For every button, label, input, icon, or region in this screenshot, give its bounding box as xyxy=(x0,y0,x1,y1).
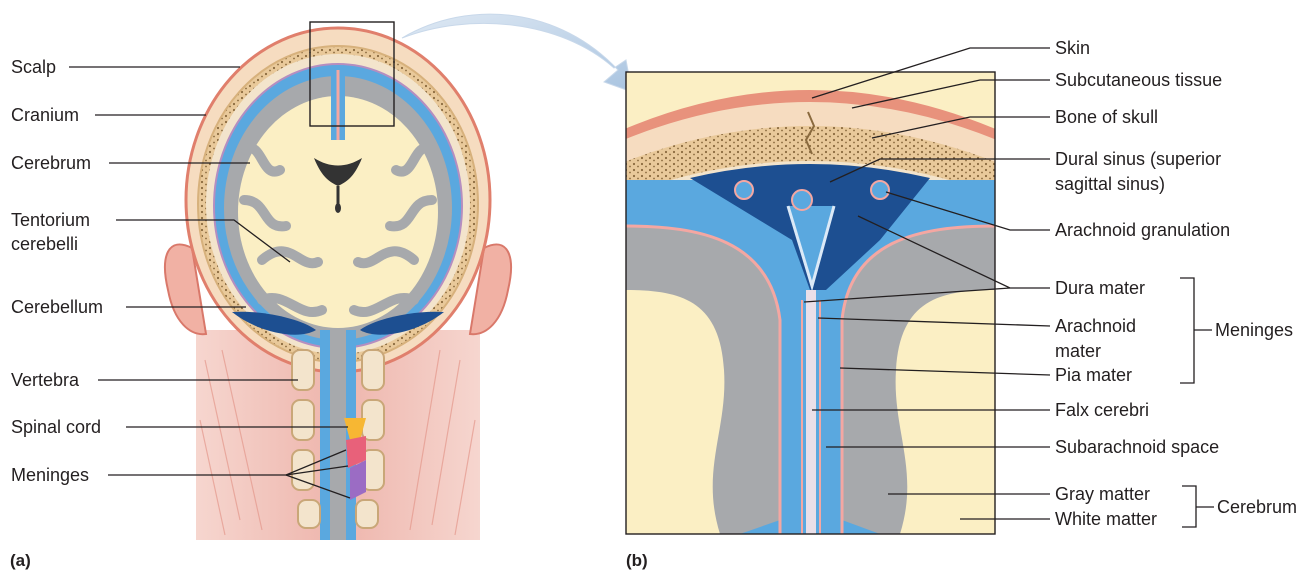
label-dural-sinus-line2: sagittal sinus) xyxy=(1055,174,1165,194)
left-white-matter xyxy=(626,290,724,534)
panel-b-illustration xyxy=(600,72,1020,534)
panel-b-letter: (b) xyxy=(626,551,648,570)
falx-cerebri xyxy=(806,290,816,534)
meninges-bracket xyxy=(1180,278,1194,383)
label-arachnoid-mater-line1: Arachnoid xyxy=(1055,316,1136,336)
label-cerebrum-group: Cerebrum xyxy=(1217,497,1297,517)
label-vertebra: Vertebra xyxy=(11,370,80,390)
label-tentorium-line2: cerebelli xyxy=(11,234,78,254)
label-dural-sinus-line1: Dural sinus (superior xyxy=(1055,149,1221,169)
label-spinal-cord: Spinal cord xyxy=(11,417,101,437)
label-subarachnoid: Subarachnoid space xyxy=(1055,437,1219,457)
arachnoid-granulation-right xyxy=(871,181,889,199)
label-cranium: Cranium xyxy=(11,105,79,125)
right-white-matter xyxy=(896,290,995,534)
label-dura-mater: Dura mater xyxy=(1055,278,1145,298)
label-gray-matter: Gray matter xyxy=(1055,484,1150,504)
label-pia-mater: Pia mater xyxy=(1055,365,1132,385)
label-scalp: Scalp xyxy=(11,57,56,77)
arachnoid-granulation-left xyxy=(735,181,753,199)
label-white-matter: White matter xyxy=(1055,509,1157,529)
label-arachnoid-granulation: Arachnoid granulation xyxy=(1055,220,1230,240)
cerebrum-bracket xyxy=(1182,486,1196,527)
label-arachnoid-mater-line2: mater xyxy=(1055,341,1101,361)
label-meninges-group: Meninges xyxy=(1215,320,1293,340)
label-skin: Skin xyxy=(1055,38,1090,58)
label-cerebellum: Cerebellum xyxy=(11,297,103,317)
panel-a-illustration xyxy=(165,22,511,540)
label-tentorium-line1: Tentorium xyxy=(11,210,90,230)
label-meninges-a: Meninges xyxy=(11,465,89,485)
panel-a-letter: (a) xyxy=(10,551,31,570)
label-bone: Bone of skull xyxy=(1055,107,1158,127)
label-subcutaneous: Subcutaneous tissue xyxy=(1055,70,1222,90)
label-cerebrum-a: Cerebrum xyxy=(11,153,91,173)
label-falx-cerebri: Falx cerebri xyxy=(1055,400,1149,420)
